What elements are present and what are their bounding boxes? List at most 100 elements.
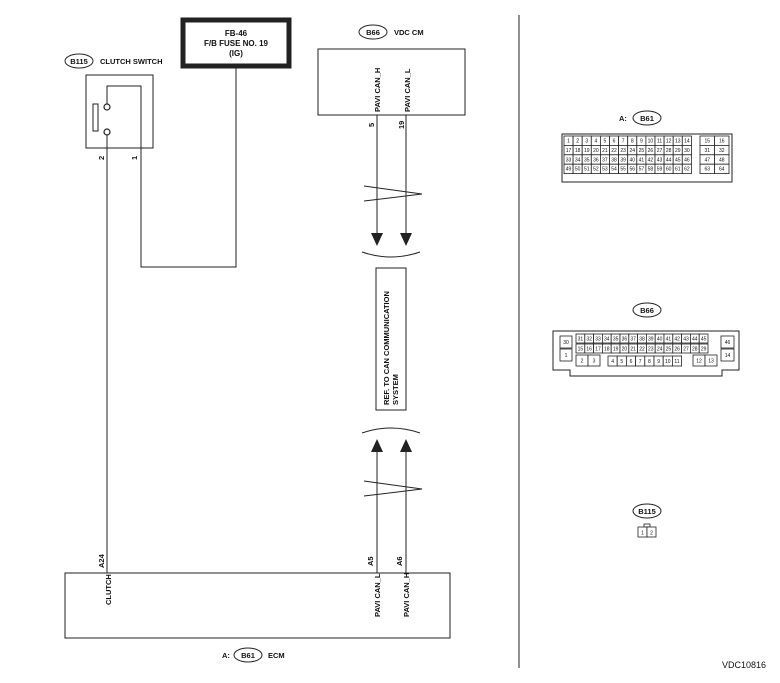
connector-b66-pin-39-label: 39: [648, 336, 654, 342]
connector-b66-pin-34-label: 34: [604, 336, 610, 342]
arrow-down-can-l: [400, 233, 412, 246]
connector-b61-pin-10-label: 10: [648, 139, 654, 145]
connector-b61-pin-44-label: 44: [666, 157, 672, 163]
connector-b66-pin-6-label: 6: [630, 359, 633, 365]
connector-b61-pin-18-label: 18: [575, 148, 581, 154]
connector-b66-pin-2-label: 2: [581, 358, 584, 364]
clutch-switch-terminal-bottom: [103, 128, 111, 136]
connector-b66-pin-13-label: 13: [708, 358, 714, 364]
connector-b66-pin-37-label: 37: [630, 336, 636, 342]
connector-b61-pin-50-label: 50: [575, 167, 581, 173]
connector-b66-pin-22-label: 22: [639, 346, 645, 352]
ecm-connector: B61: [241, 651, 255, 660]
ecm-clutch-label: CLUTCH: [104, 574, 113, 605]
connector-b61-pin-40-label: 40: [629, 157, 635, 163]
ecm-prefix: A:: [222, 651, 230, 660]
connector-b61-pin-13-label: 13: [675, 139, 681, 145]
ecm-name: ECM: [268, 651, 285, 660]
connector-b61-pin-41-label: 41: [639, 157, 645, 163]
connector-b61-pin-16-label: 16: [719, 139, 725, 145]
connector-b61-pin-64: [714, 163, 730, 174]
connector-b66-oval: [632, 302, 662, 318]
connector-b66-pin-46-label: 46: [725, 340, 731, 346]
connector-b66-pin-5-label: 5: [620, 359, 623, 365]
connector-b66-pin-8-label: 8: [648, 359, 651, 365]
fuse-name: F/B FUSE NO. 19: [204, 39, 269, 48]
connector-b66-pin-40-label: 40: [657, 336, 663, 342]
connector-b66-pin-13: [704, 354, 718, 367]
vdc-cm-pin-5: 5: [367, 123, 376, 127]
connector-b66-pin-18-label: 18: [604, 346, 610, 352]
clutch-switch-name: CLUTCH SWITCH: [100, 57, 163, 66]
connector-b61-pin-46-label: 46: [684, 157, 690, 163]
ecm: A24 A5 A6 CLUTCH PAVI CAN_L PAVI CAN_H A…: [64, 553, 451, 663]
connector-b66-pin-19-label: 19: [613, 346, 619, 352]
connector-b66-pin-45-label: 45: [701, 336, 707, 342]
vdc-cm-body: [317, 48, 466, 116]
connector-b61-pin-59-label: 59: [657, 167, 663, 173]
connector-b66-pin-3: [587, 354, 601, 367]
connector-b61-pin-49-label: 49: [566, 167, 572, 173]
connector-b61-pin-25-label: 25: [639, 148, 645, 154]
ref-can-box-frame: [375, 267, 407, 411]
connector-b61-pin-31-label: 31: [704, 148, 710, 154]
connector-b61-pin-21-label: 21: [602, 148, 608, 154]
connector-b66-pin-14: [720, 348, 735, 362]
connector-b66-pin-35-label: 35: [613, 336, 619, 342]
vdc-cm-can-l-label: PAVI CAN_L: [403, 68, 412, 112]
vdc-cm: B66 VDC CM PAVI CAN_H PAVI CAN_L 5 19: [317, 24, 466, 129]
connector-b61-pin-57-label: 57: [639, 167, 645, 173]
connector-b66-pin-23-label: 23: [648, 346, 654, 352]
connector-b66-name: B66: [640, 306, 654, 315]
connector-b61-pin-8-label: 8: [631, 139, 634, 145]
ecm-can-h-label: PAVI CAN_H: [402, 573, 411, 617]
connector-b61-pin-62-label: 62: [684, 167, 690, 173]
connector-b61-pin-4-label: 4: [594, 139, 597, 145]
connector-b66-pin-11-label: 11: [674, 359, 679, 365]
connector-b66-pin-32-label: 32: [586, 336, 592, 342]
clutch-switch-terminal-top: [103, 103, 111, 111]
wire-fuse-to-clutch-switch: [140, 66, 237, 268]
ref-can-line2: SYSTEM: [391, 374, 400, 405]
connector-b66-pin-29-label: 29: [701, 346, 707, 352]
connector-b61-pin-3-label: 3: [585, 139, 588, 145]
connector-b61-name: B61: [640, 114, 654, 123]
connector-b61-pin-48-label: 48: [719, 157, 725, 163]
connector-b66-pin-46: [720, 335, 735, 349]
clutch-switch-contact: [92, 103, 99, 132]
connector-b66-pin-44-label: 44: [692, 336, 698, 342]
connector-b61-pin-7-label: 7: [622, 139, 625, 145]
connector-b61-pin-24-label: 24: [629, 148, 635, 154]
connector-b61-pin-14-label: 14: [684, 139, 690, 145]
connector-b115-oval: [632, 503, 662, 519]
connector-b61-pin-47-label: 47: [704, 157, 710, 163]
connector-b66-pin-7-label: 7: [639, 359, 642, 365]
ecm-can-l-label: PAVI CAN_L: [373, 573, 382, 617]
ref-can-box: REF. TO CAN COMMUNICATION SYSTEM: [375, 267, 407, 411]
connector-b66-pin-1: [559, 348, 573, 362]
connector-b61-pin-11-label: 11: [657, 139, 662, 145]
connector-b66-pin-30: [559, 335, 573, 349]
connector-b61-pin-26-label: 26: [648, 148, 654, 154]
connector-b115: B115 1 2: [632, 503, 662, 538]
connector-b61-pin-45-label: 45: [675, 157, 681, 163]
connector-b115-pin-1-label: 1: [641, 531, 644, 537]
fuse-ig: (IG): [229, 49, 243, 58]
connector-b66-pin-1-label: 1: [565, 353, 568, 359]
connector-b61-pin-62: [681, 163, 692, 174]
connector-b66-pin-12-label: 12: [696, 358, 702, 364]
connector-b66-pin-45: [698, 333, 709, 344]
connector-b61-oval: [632, 110, 662, 126]
clutch-switch-pin-1: 1: [130, 156, 139, 160]
connector-b115-latch: [643, 523, 651, 528]
connector-b66-pin-38-label: 38: [639, 336, 645, 342]
diagram-code: VDC10816: [722, 660, 766, 670]
ecm-pin-a6: A6: [395, 556, 404, 566]
ref-can-line1: REF. TO CAN COMMUNICATION: [382, 291, 391, 405]
connector-b66-pin-17-label: 17: [595, 346, 601, 352]
connector-b115-pin-2-label: 2: [650, 531, 653, 537]
connector-b61-pin-6-label: 6: [613, 139, 616, 145]
connector-b61-pin-15-label: 15: [704, 139, 710, 145]
clutch-switch-connector: B115: [70, 57, 88, 66]
